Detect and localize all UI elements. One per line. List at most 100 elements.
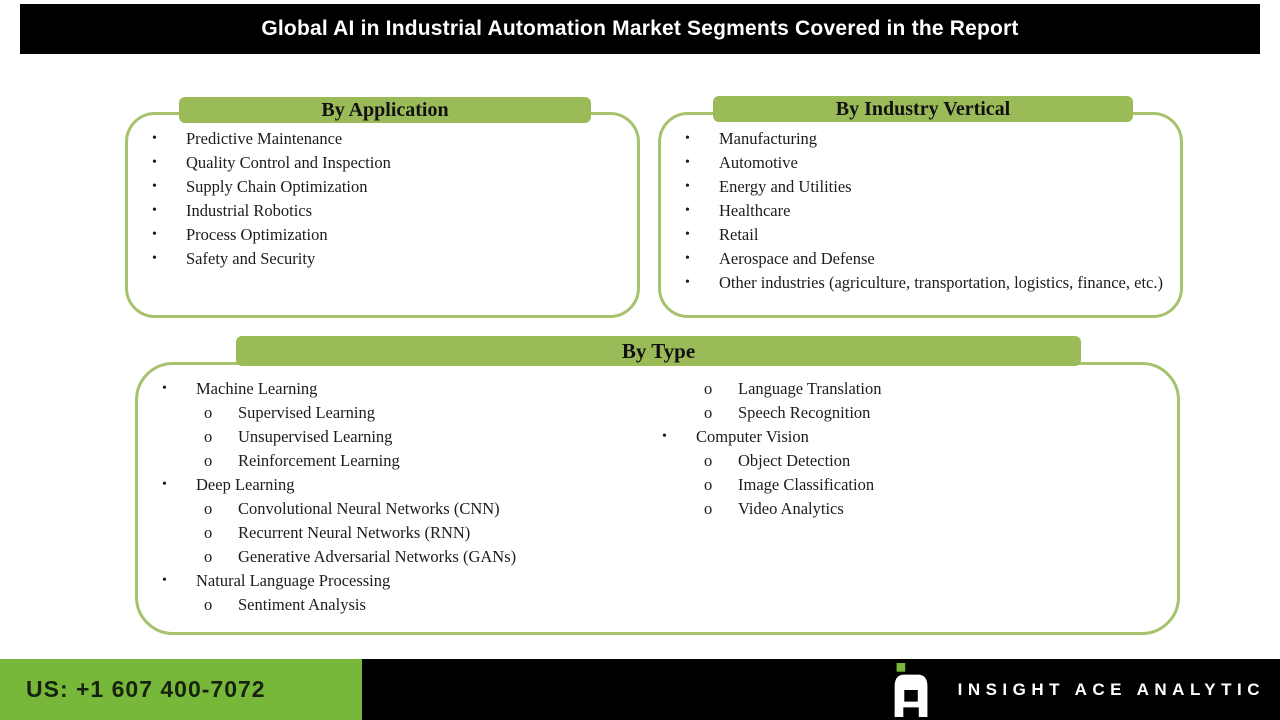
bullet-dot-icon: • — [162, 381, 167, 396]
list-item-label: Image Classification — [738, 475, 875, 494]
list-item-label: Natural Language Processing — [196, 571, 391, 590]
bullet-circle-icon: o — [204, 427, 213, 446]
list-item: • Computer Vision — [638, 425, 1177, 449]
list-item-label: Object Detection — [738, 451, 851, 470]
bullet-circle-icon: o — [204, 523, 213, 542]
footer-bar: US: +1 607 400-7072 INSIGHT ACE ANALYTIC — [0, 659, 1280, 720]
bullet-dot-icon: • — [152, 131, 157, 146]
bullet-dot-icon: • — [685, 251, 690, 266]
list-item-label: Deep Learning — [196, 475, 295, 494]
by-application-title: By Application — [321, 98, 449, 121]
list-item: • Quality Control and Inspection — [128, 151, 637, 175]
by-application-list: • Predictive Maintenance • Quality Control … — [128, 115, 637, 271]
list-item-label: Recurrent Neural Networks (RNN) — [238, 523, 471, 542]
bullet-dot-icon: • — [685, 131, 690, 146]
brand-block: INSIGHT ACE ANALYTIC — [892, 659, 1265, 720]
list-item-label: Generative Adversarial Networks (GANs) — [238, 547, 517, 566]
list-item-label: Convolutional Neural Networks (CNN) — [238, 499, 500, 518]
list-item: • Deep Learning — [138, 473, 638, 497]
list-item-label: Aerospace and Defense — [719, 249, 875, 268]
list-item-label: Industrial Robotics — [186, 201, 313, 220]
phone-number: US: +1 607 400-7072 — [26, 676, 266, 702]
list-item-label: Healthcare — [719, 201, 791, 220]
bullet-dot-icon: • — [152, 179, 157, 194]
list-item-label: Speech Recognition — [738, 403, 871, 422]
bullet-dot-icon: • — [152, 227, 157, 242]
bullet-dot-icon: • — [685, 275, 690, 290]
bullet-circle-icon: o — [204, 547, 213, 566]
list-item: •Industrial Robotics — [128, 199, 637, 223]
list-item-label: Process Optimization — [186, 225, 328, 244]
list-item: •Natural Language Processing — [138, 569, 638, 593]
brand-name: INSIGHT ACE ANALYTIC — [957, 679, 1265, 699]
bullet-circle-icon: o — [204, 499, 213, 518]
list-item: o Supervised Learning — [138, 401, 638, 425]
list-item: o Unsupervised Learning — [138, 425, 638, 449]
list-item-label: Safety and Security — [186, 249, 316, 268]
bullet-circle-icon: o — [704, 475, 713, 494]
bullet-circle-icon: o — [204, 595, 213, 614]
bullet-dot-icon: • — [685, 203, 690, 218]
bullet-dot-icon: • — [152, 155, 157, 170]
list-item: • Predictive Maintenance — [128, 127, 637, 151]
bullet-circle-icon: o — [204, 403, 213, 422]
list-item-label: Predictive Maintenance — [186, 129, 343, 148]
phone-block: US: +1 607 400-7072 — [0, 659, 362, 720]
list-item: o Recurrent Neural Networks (RNN) — [138, 521, 638, 545]
list-item: o Generative Adversarial Networks (GANs) — [138, 545, 638, 569]
list-item-label: Computer Vision — [696, 427, 809, 446]
list-item: o Video Analytics — [638, 497, 1177, 521]
list-item: • Healthcare — [661, 199, 1180, 223]
list-item: • Manufacturing — [661, 127, 1180, 151]
by-type-header: By Type — [236, 336, 1081, 366]
bullet-dot-icon: • — [152, 251, 157, 266]
list-item-label: Unsupervised Learning — [238, 427, 393, 446]
bullet-circle-icon: o — [704, 379, 713, 398]
list-item: • Safety and Security — [128, 247, 637, 271]
list-item: • Aerospace and Defense — [661, 247, 1180, 271]
insight-ace-logo-icon — [894, 662, 928, 717]
list-item: o Convolutional Neural Networks (CNN) — [138, 497, 638, 521]
list-item: •Supply Chain Optimization — [128, 175, 637, 199]
title-bar: Global AI in Industrial Automation Marke… — [20, 4, 1260, 54]
list-item: • Machine Learning — [138, 377, 638, 401]
list-item-label: Other industries (agriculture, transport… — [719, 273, 1163, 292]
list-item: o Reinforcement Learning — [138, 449, 638, 473]
list-item: o Object Detection — [638, 449, 1177, 473]
bullet-circle-icon: o — [704, 403, 713, 422]
list-item: o Speech Recognition — [638, 401, 1177, 425]
bullet-dot-icon: • — [685, 155, 690, 170]
list-item-label: Automotive — [719, 153, 798, 172]
bullet-dot-icon: • — [685, 227, 690, 242]
bullet-dot-icon: • — [685, 179, 690, 194]
list-item-label: Supervised Learning — [238, 403, 376, 422]
by-application-box: By Application • Predictive Maintenance • Q… — [125, 97, 640, 318]
list-item-label: Video Analytics — [738, 499, 844, 518]
list-item-label: Energy and Utilities — [719, 177, 852, 196]
by-industry-vertical-box: By Industry Vertical • Manufacturing • Auto… — [658, 96, 1183, 318]
list-item-label: Quality Control and Inspection — [186, 153, 391, 172]
list-item-label: Reinforcement Learning — [238, 451, 400, 470]
list-item: • Process Optimization — [128, 223, 637, 247]
bullet-circle-icon: o — [704, 451, 713, 470]
by-type-title: By Type — [621, 338, 696, 363]
list-item-label: Retail — [719, 225, 759, 244]
by-industry-vertical-list: • Manufacturing • Automotive • Energy and Uti… — [661, 115, 1180, 295]
bullet-dot-icon: • — [162, 477, 167, 492]
by-application-header: By Application — [179, 97, 591, 123]
list-item: • Other industries (agriculture, transpor… — [661, 271, 1180, 295]
by-industry-vertical-title: By Industry Vertical — [835, 97, 1011, 120]
list-item: • Automotive — [661, 151, 1180, 175]
bullet-dot-icon: • — [662, 429, 667, 444]
list-item-label: Manufacturing — [719, 129, 818, 148]
bullet-circle-icon: o — [204, 451, 213, 470]
bullet-circle-icon: o — [704, 499, 713, 518]
list-item-label: Machine Learning — [196, 379, 318, 398]
